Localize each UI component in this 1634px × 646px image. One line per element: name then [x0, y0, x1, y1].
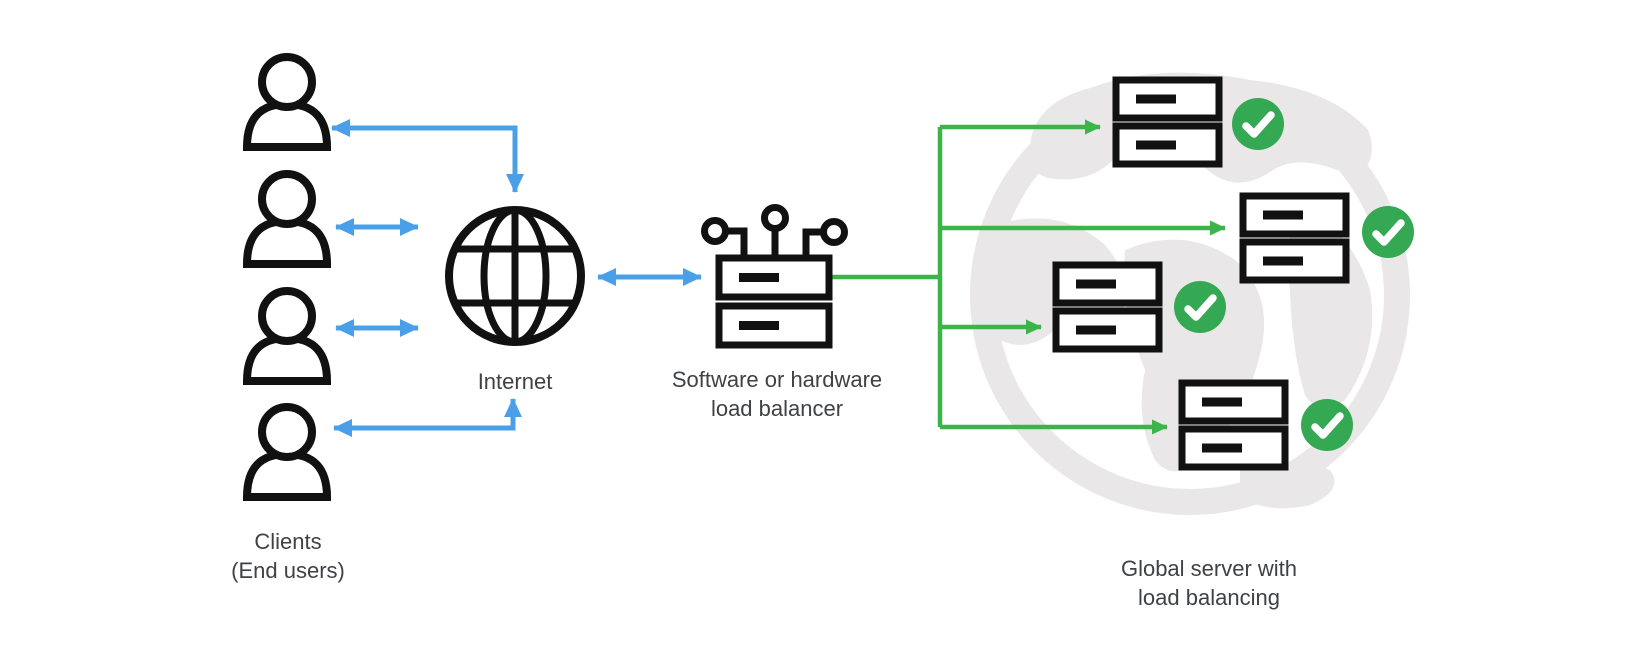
person-icon: [247, 291, 327, 381]
person-icon: [247, 407, 327, 497]
load-balancer-icon: [701, 204, 848, 349]
check-circle-icon: [1362, 206, 1414, 258]
client-icons: [247, 57, 327, 497]
load-balancer-label-line1: Software or hardware: [671, 367, 883, 392]
check-circle-icon: [1301, 399, 1353, 451]
person-icon: [247, 174, 327, 264]
client-4-internet-arrow: [333, 398, 522, 437]
load-balancer-label-line2: load balancer: [710, 396, 844, 421]
clients-label: Clients (End users): [231, 527, 345, 585]
global-servers-label: Global server with load balancing: [1121, 554, 1297, 612]
internet-label: Internet: [477, 369, 553, 394]
check-circle-icon: [1232, 98, 1284, 150]
global-servers-label-line2: load balancing: [1138, 585, 1280, 610]
client-1-internet-arrow: [331, 119, 524, 193]
globe-grid-icon: [445, 206, 585, 346]
global-servers-label-line1: Global server with: [1120, 556, 1298, 581]
person-icon: [247, 57, 327, 147]
clients-label-line1: Clients: [254, 529, 322, 554]
clients-label-line2: (End users): [231, 558, 345, 583]
load-balancer-label: Software or hardware load balancer: [672, 365, 882, 423]
check-circle-icon: [1174, 281, 1226, 333]
